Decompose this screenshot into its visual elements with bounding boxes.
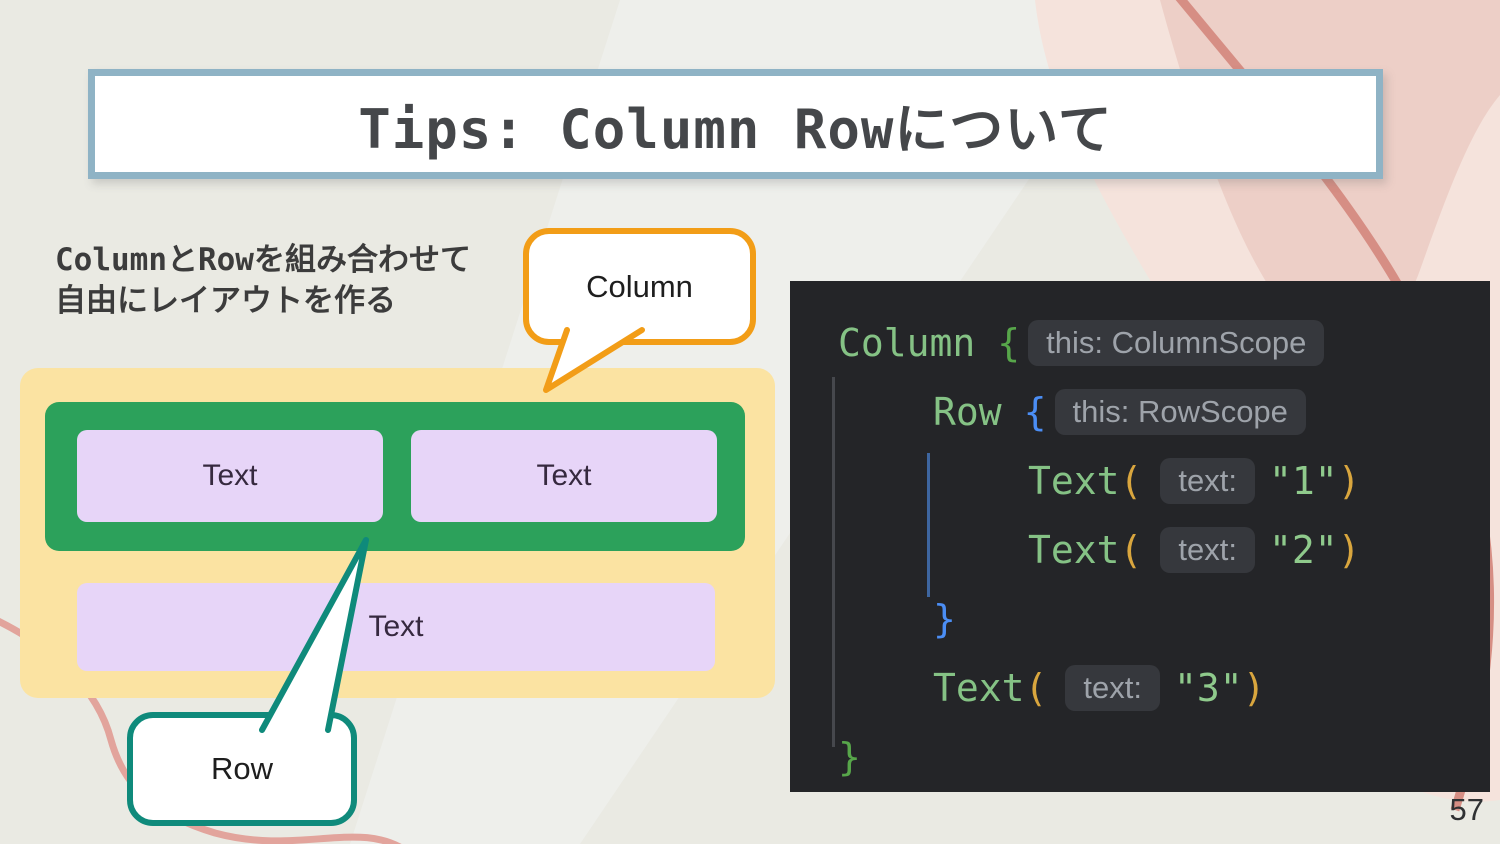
code-token-open-paren: ( [1119, 458, 1143, 503]
code-token-string-1: "1" [1269, 458, 1338, 503]
row-container-box: Text Text [45, 402, 745, 551]
inlay-hint-text-param: text: [1065, 664, 1160, 711]
text-box-1: Text [77, 430, 383, 522]
code-line-7: } [790, 722, 1490, 791]
code-token-close-brace-column: } [838, 734, 861, 779]
code-line-5: } [790, 584, 1490, 653]
code-line-1: Column {this: ColumnScope [790, 308, 1490, 377]
column-speech-bubble: Column [523, 228, 756, 345]
description-line-1: ColumnとRowを組み合わせて [55, 242, 471, 278]
code-token-close-paren: ) [1242, 665, 1266, 710]
code-token-text: Text [1028, 527, 1120, 572]
code-screenshot-panel: Column{this: ColumnScope Row{this: RowSc… [790, 281, 1490, 792]
code-token-close-paren: ) [1337, 527, 1361, 572]
code-token-open-paren: ( [1119, 527, 1143, 572]
indent-guide-row [927, 453, 930, 597]
inlay-hint-rowscope: this: RowScope [1054, 388, 1306, 435]
code-token-open-paren: ( [1024, 665, 1048, 710]
row-bubble-label: Row [210, 751, 273, 786]
code-line-3: Text( text: "1") [790, 446, 1490, 515]
description-text: ColumnとRowを組み合わせて 自由にレイアウトを作る [55, 240, 471, 322]
text-box-1-label: Text [202, 459, 258, 492]
code-token-open-brace: { [997, 320, 1021, 365]
code-token-row: Row [933, 389, 1002, 434]
code-token-close-brace-row: } [933, 596, 956, 641]
page-number: 57 [1449, 792, 1484, 827]
code-token-string-3: "3" [1174, 665, 1243, 710]
slide-title-box: Tips: Column Rowについて [88, 69, 1383, 179]
column-bubble-label: Column [586, 268, 693, 304]
code-token-string-2: "2" [1269, 527, 1338, 572]
row-speech-bubble: Row [127, 712, 357, 826]
text-box-2-label: Text [536, 459, 592, 492]
code-token-text: Text [1028, 458, 1120, 503]
description-line-2: 自由にレイアウトを作る [55, 283, 396, 319]
indent-guide-column [832, 377, 835, 747]
column-container-box: Text Text Text [20, 368, 775, 698]
code-token-close-paren: ) [1337, 458, 1361, 503]
text-box-3: Text [77, 583, 715, 671]
page-title: Tips: Column Rowについて [358, 97, 1113, 161]
code-line-6: Text( text: "3") [790, 653, 1490, 722]
code-token-text: Text [933, 665, 1025, 710]
inlay-hint-columnscope: this: ColumnScope [1028, 319, 1325, 366]
code-token-column: Column [838, 320, 976, 365]
text-box-3-label: Text [368, 610, 424, 643]
text-box-2: Text [411, 430, 717, 522]
code-token-open-brace: { [1023, 389, 1047, 434]
inlay-hint-text-param: text: [1160, 526, 1255, 573]
code-line-4: Text( text: "2") [790, 515, 1490, 584]
inlay-hint-text-param: text: [1160, 457, 1255, 504]
code-line-2: Row {this: RowScope [790, 377, 1490, 446]
